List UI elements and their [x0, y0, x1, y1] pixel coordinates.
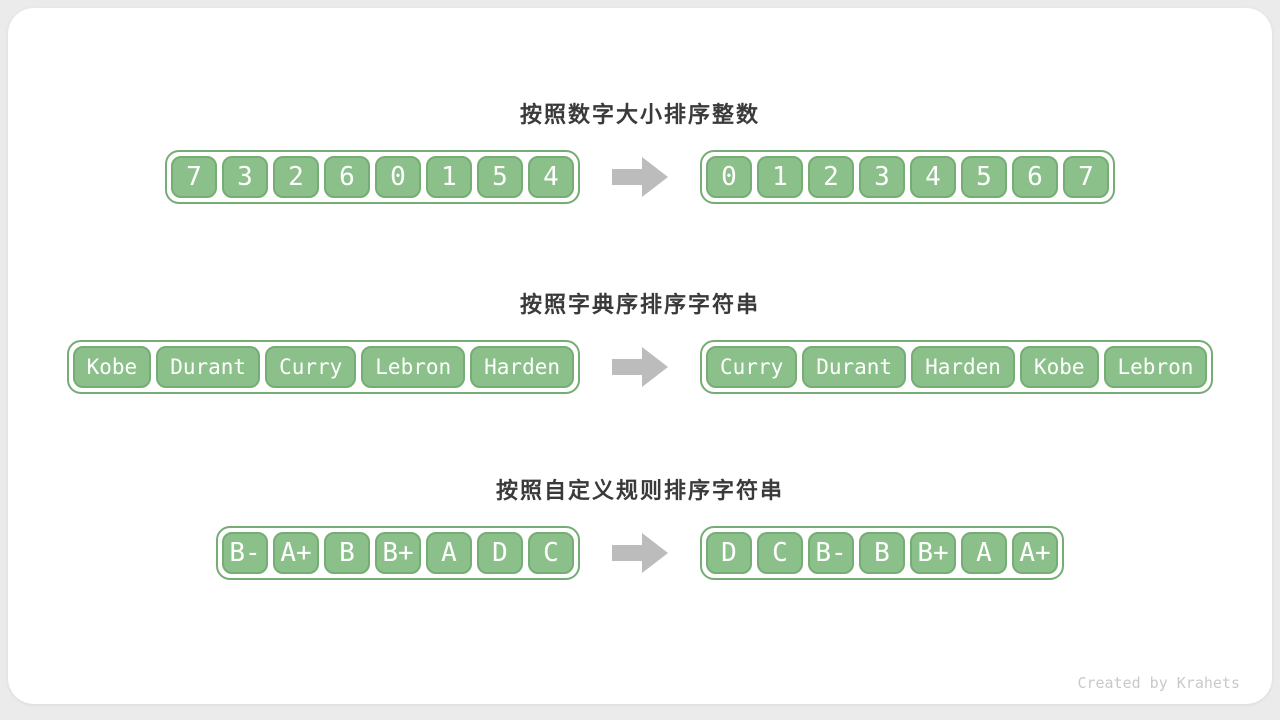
array-cell: 2 [273, 156, 319, 198]
array-cell: 4 [528, 156, 574, 198]
array-cell: C [757, 532, 803, 574]
array-cell: A+ [273, 532, 319, 574]
array-cell: Harden [470, 346, 574, 388]
array-cell: B- [808, 532, 854, 574]
array-cell: A [426, 532, 472, 574]
array-cell: 6 [1012, 156, 1058, 198]
array-cell: 1 [757, 156, 803, 198]
arrow-right-icon [612, 347, 668, 387]
array-cell: Lebron [361, 346, 466, 388]
array-cell: 2 [808, 156, 854, 198]
arrow-wrap [612, 155, 668, 199]
array-cell: 5 [477, 156, 523, 198]
array-cell: 3 [222, 156, 268, 198]
array-cell: 5 [961, 156, 1007, 198]
section-title: 按照字典序排序字符串 [519, 292, 760, 317]
array-cell: C [528, 532, 574, 574]
array-cell: A [961, 532, 1007, 574]
array-cell: Kobe [72, 346, 152, 388]
arrow-right-icon [612, 533, 668, 573]
array-cell: 4 [910, 156, 956, 198]
array-cell: 7 [1063, 156, 1109, 198]
array-cell: D [477, 532, 523, 574]
array-cell: B+ [910, 532, 956, 574]
section-title: 按照自定义规则排序字符串 [495, 478, 784, 503]
array-cell: Durant [802, 346, 907, 388]
array-cell: 6 [324, 156, 370, 198]
array-cell: Curry [265, 346, 357, 388]
array-cell: B [324, 532, 370, 574]
array-cell: B- [222, 532, 268, 574]
array-cell: A+ [1012, 532, 1058, 574]
arrow-wrap [612, 345, 668, 389]
arrow-wrap [612, 531, 668, 575]
array-cell: Durant [156, 346, 261, 388]
array-cell: Curry [706, 346, 798, 388]
section-title: 按照数字大小排序整数 [519, 102, 760, 127]
array-cell: B+ [375, 532, 421, 574]
array-cell: Lebron [1103, 346, 1208, 388]
array-cell: B [859, 532, 905, 574]
arrow-right-icon [612, 157, 668, 197]
array-cell: 0 [706, 156, 752, 198]
array-cell: 0 [375, 156, 421, 198]
array-cell: 1 [426, 156, 472, 198]
array-cell: Kobe [1019, 346, 1099, 388]
array-cell: Harden [911, 346, 1015, 388]
credit-text: Created by Krahets [1077, 674, 1240, 692]
array-cell: D [706, 532, 752, 574]
array-cell: 3 [859, 156, 905, 198]
array-cell: 7 [171, 156, 217, 198]
